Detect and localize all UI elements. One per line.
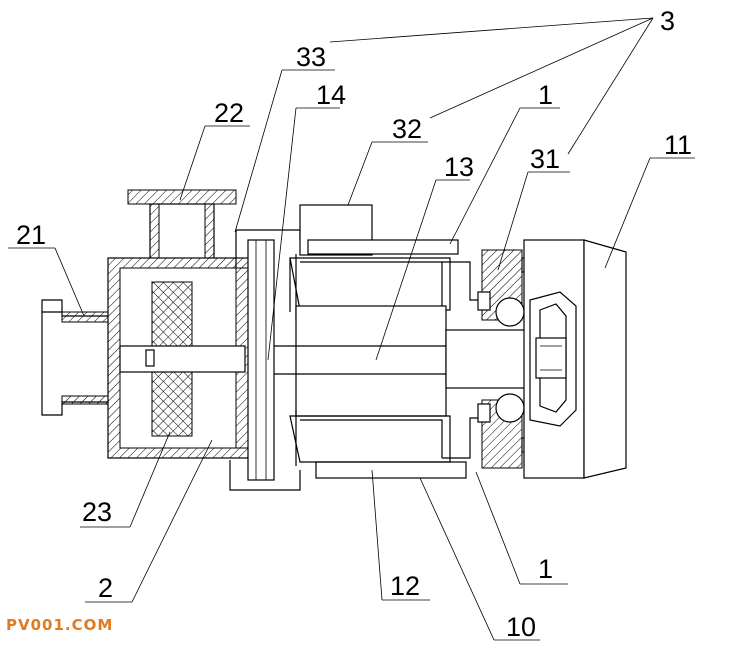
label-13: 13: [444, 152, 474, 182]
isolation-plate-14: [247, 239, 275, 481]
label-22: 22: [214, 98, 244, 128]
outlet-pipe-22: [127, 189, 237, 269]
label-12: 12: [390, 571, 420, 601]
callout-labels: 3 33 22 14 32 1 13 31 11 21 23 2 12 1 10: [16, 6, 692, 642]
label-3: 3: [660, 6, 675, 36]
label-23: 23: [82, 497, 112, 527]
label-2: 2: [98, 573, 113, 603]
label-10: 10: [506, 612, 536, 642]
label-11: 11: [664, 130, 692, 160]
label-1-top: 1: [538, 80, 553, 110]
watermark: PV001.COM: [6, 616, 113, 634]
label-31: 31: [530, 144, 560, 174]
label-14: 14: [316, 80, 346, 110]
label-1-bottom: 1: [538, 554, 553, 584]
motor-rotor-13: [274, 254, 527, 466]
label-21: 21: [16, 220, 46, 250]
leader-lines: [8, 17, 695, 641]
label-33: 33: [296, 42, 326, 72]
end-cover-11: [523, 239, 627, 479]
motor-housing-10: [229, 204, 467, 491]
label-32: 32: [392, 114, 422, 144]
impeller-23: [119, 281, 246, 437]
